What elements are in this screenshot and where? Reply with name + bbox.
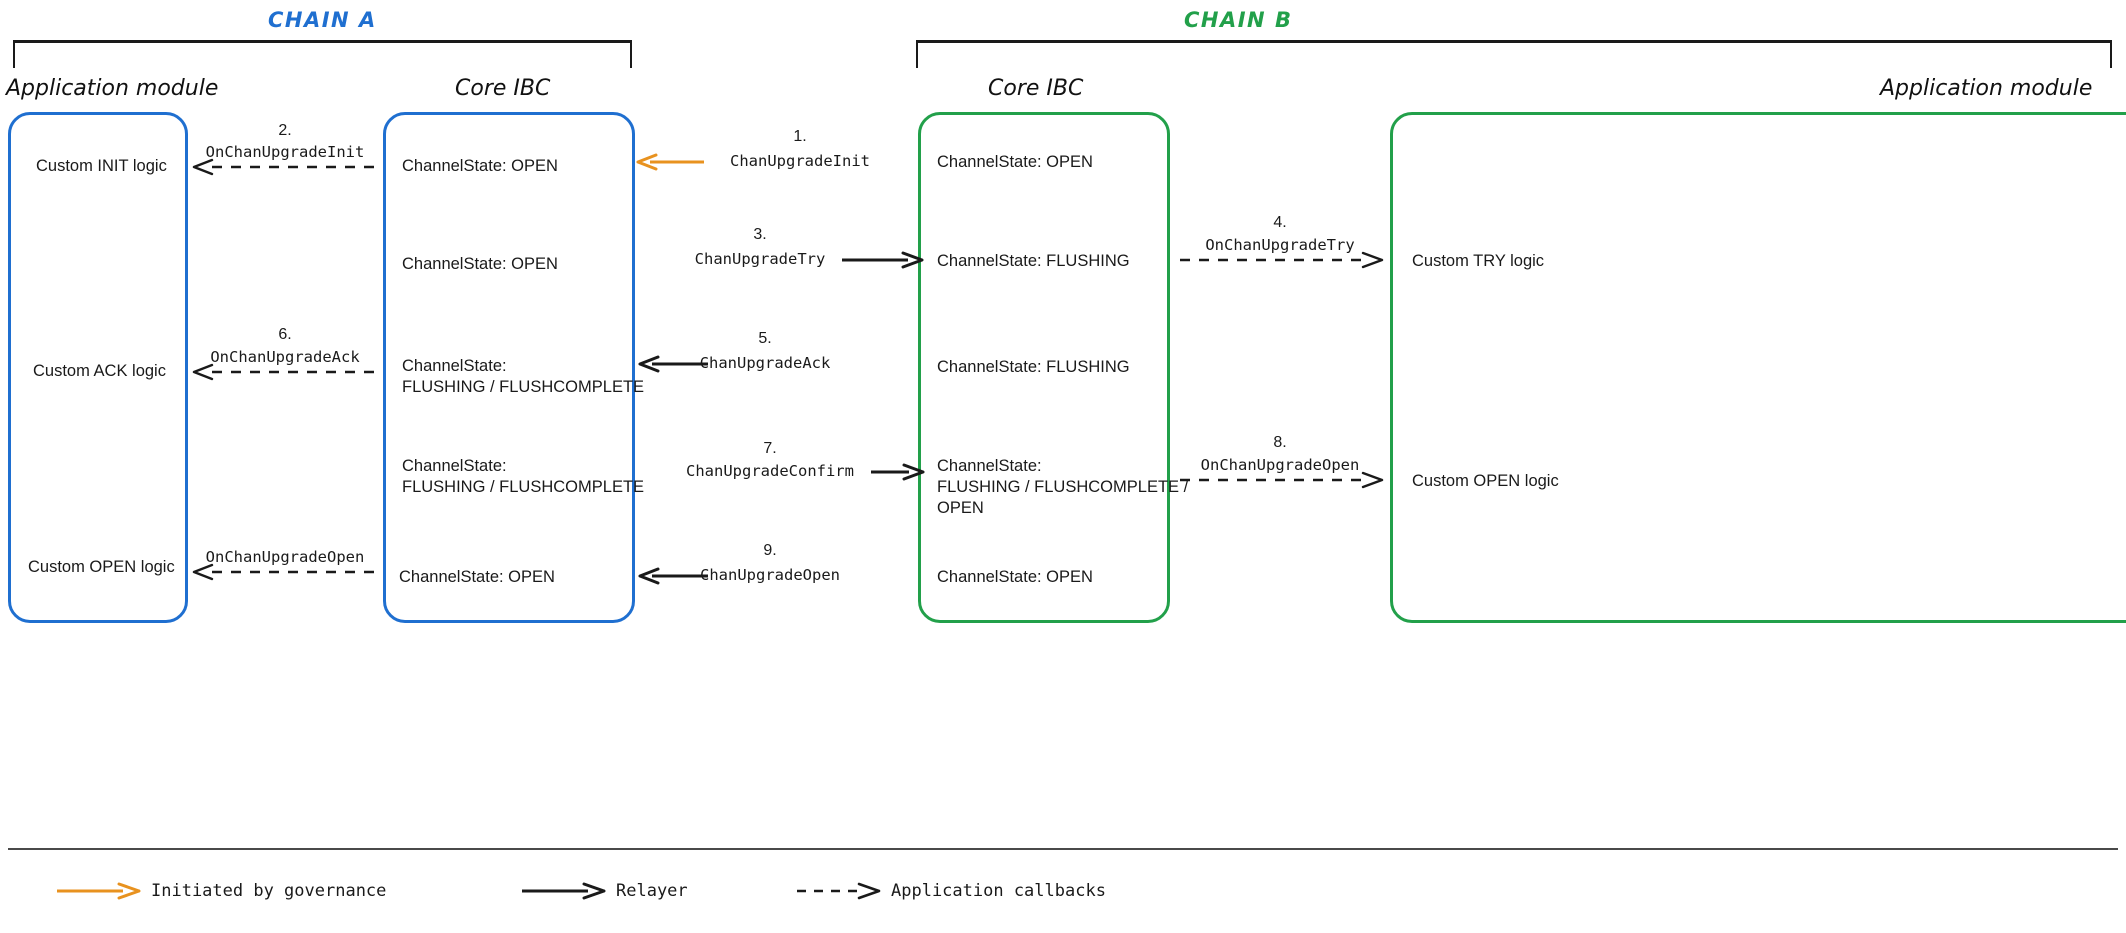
cell-custom-try-logic: Custom TRY logic [1412,252,1545,270]
legend-relayer-label: Relayer [616,881,688,901]
arrow-step-5-number: 5. [758,330,772,347]
cell-a-core-state-4: ChannelState: FLUSHING / FLUSHCOMPLETE [402,457,645,497]
cell-custom-ack-logic: Custom ACK logic [33,362,166,380]
arrow-step-10-label: OnChanUpgradeOpen [205,548,365,566]
arrow-step-6-number: 6. [278,326,292,343]
caption-chain-a-core-ibc: Core IBC [455,76,551,101]
arrow-step-3-line [842,251,924,269]
arrow-step-1-number: 1. [793,128,807,145]
legend: Initiated by governance Relayer Applicat… [0,880,2126,920]
arrow-step-3-number: 3. [753,226,767,243]
legend-governance-label: Initiated by governance [151,881,387,901]
arrow-step-2-number: 2. [278,122,292,139]
box-chain-b-application-module [1390,112,2126,623]
arrow-step-5-line [638,355,708,373]
legend-governance-arrow-icon [57,882,141,900]
cell-a-core-state-1: ChannelState: OPEN [402,157,558,175]
caption-chain-b-application-module: Application module [1880,76,2093,101]
arrow-step-8-line [1180,471,1384,489]
arrow-step-8-label: OnChanUpgradeOpen [1200,456,1360,474]
arrow-step-9-line [638,567,708,585]
cell-custom-open-logic-a: Custom OPEN logic [28,558,175,576]
chain-a-title: CHAIN A [268,8,377,32]
arrow-step-2-line [192,158,374,176]
caption-chain-b-core-ibc: Core IBC [988,76,1084,101]
legend-callback-arrow-icon [797,882,881,900]
legend-item-relayer: Relayer [520,880,688,902]
arrow-step-10-line [192,563,374,581]
box-chain-a-application-module [8,112,188,623]
arrow-step-4-line [1180,251,1384,269]
cell-b-core-state-3: ChannelState: FLUSHING [937,358,1130,376]
cell-custom-open-logic-b: Custom OPEN logic [1412,472,1559,490]
chain-a-bracket [13,40,632,68]
arrow-step-5-label: ChanUpgradeAck [699,354,831,372]
legend-callbacks-label: Application callbacks [891,881,1106,901]
legend-divider [8,848,2118,850]
cell-a-core-state-5: ChannelState: OPEN [399,568,555,586]
legend-item-callbacks: Application callbacks [795,880,1106,902]
arrow-step-7-number: 7. [763,440,777,457]
box-chain-a-core-ibc [383,112,635,623]
legend-item-governance: Initiated by governance [55,880,386,902]
cell-b-core-state-2: ChannelState: FLUSHING [937,252,1130,270]
arrow-step-3-label: ChanUpgradeTry [694,250,826,268]
arrow-step-2-label: OnChanUpgradeInit [205,143,365,161]
arrow-step-9-number: 9. [763,542,777,559]
arrow-step-1-label: ChanUpgradeInit [730,152,870,170]
cell-b-core-state-4: ChannelState: FLUSHING / FLUSHCOMPLETE /… [937,457,1189,518]
caption-chain-a-application-module: Application module [6,76,219,101]
chain-b-title: CHAIN B [1184,8,1293,32]
arrow-step-9-label: ChanUpgradeOpen [700,566,840,584]
cell-a-core-state-2: ChannelState: OPEN [402,255,558,273]
arrow-step-7-line [871,463,925,481]
arrow-step-7-label: ChanUpgradeConfirm [686,462,854,480]
arrow-step-6-label: OnChanUpgradeAck [210,348,360,366]
arrow-step-1-line [636,153,704,171]
cell-b-core-state-1: ChannelState: OPEN [937,153,1093,171]
arrow-step-6-line [192,363,374,381]
cell-custom-init-logic: Custom INIT logic [36,157,167,175]
arrow-step-4-label: OnChanUpgradeTry [1205,236,1355,254]
legend-relayer-arrow-icon [522,882,606,900]
arrow-step-4-number: 4. [1273,214,1287,231]
arrow-step-8-number: 8. [1273,434,1287,451]
box-chain-b-core-ibc [918,112,1170,623]
cell-b-core-state-5: ChannelState: OPEN [937,568,1093,586]
cell-a-core-state-3: ChannelState: FLUSHING / FLUSHCOMPLETE [402,357,645,397]
chain-b-bracket [916,40,2112,68]
